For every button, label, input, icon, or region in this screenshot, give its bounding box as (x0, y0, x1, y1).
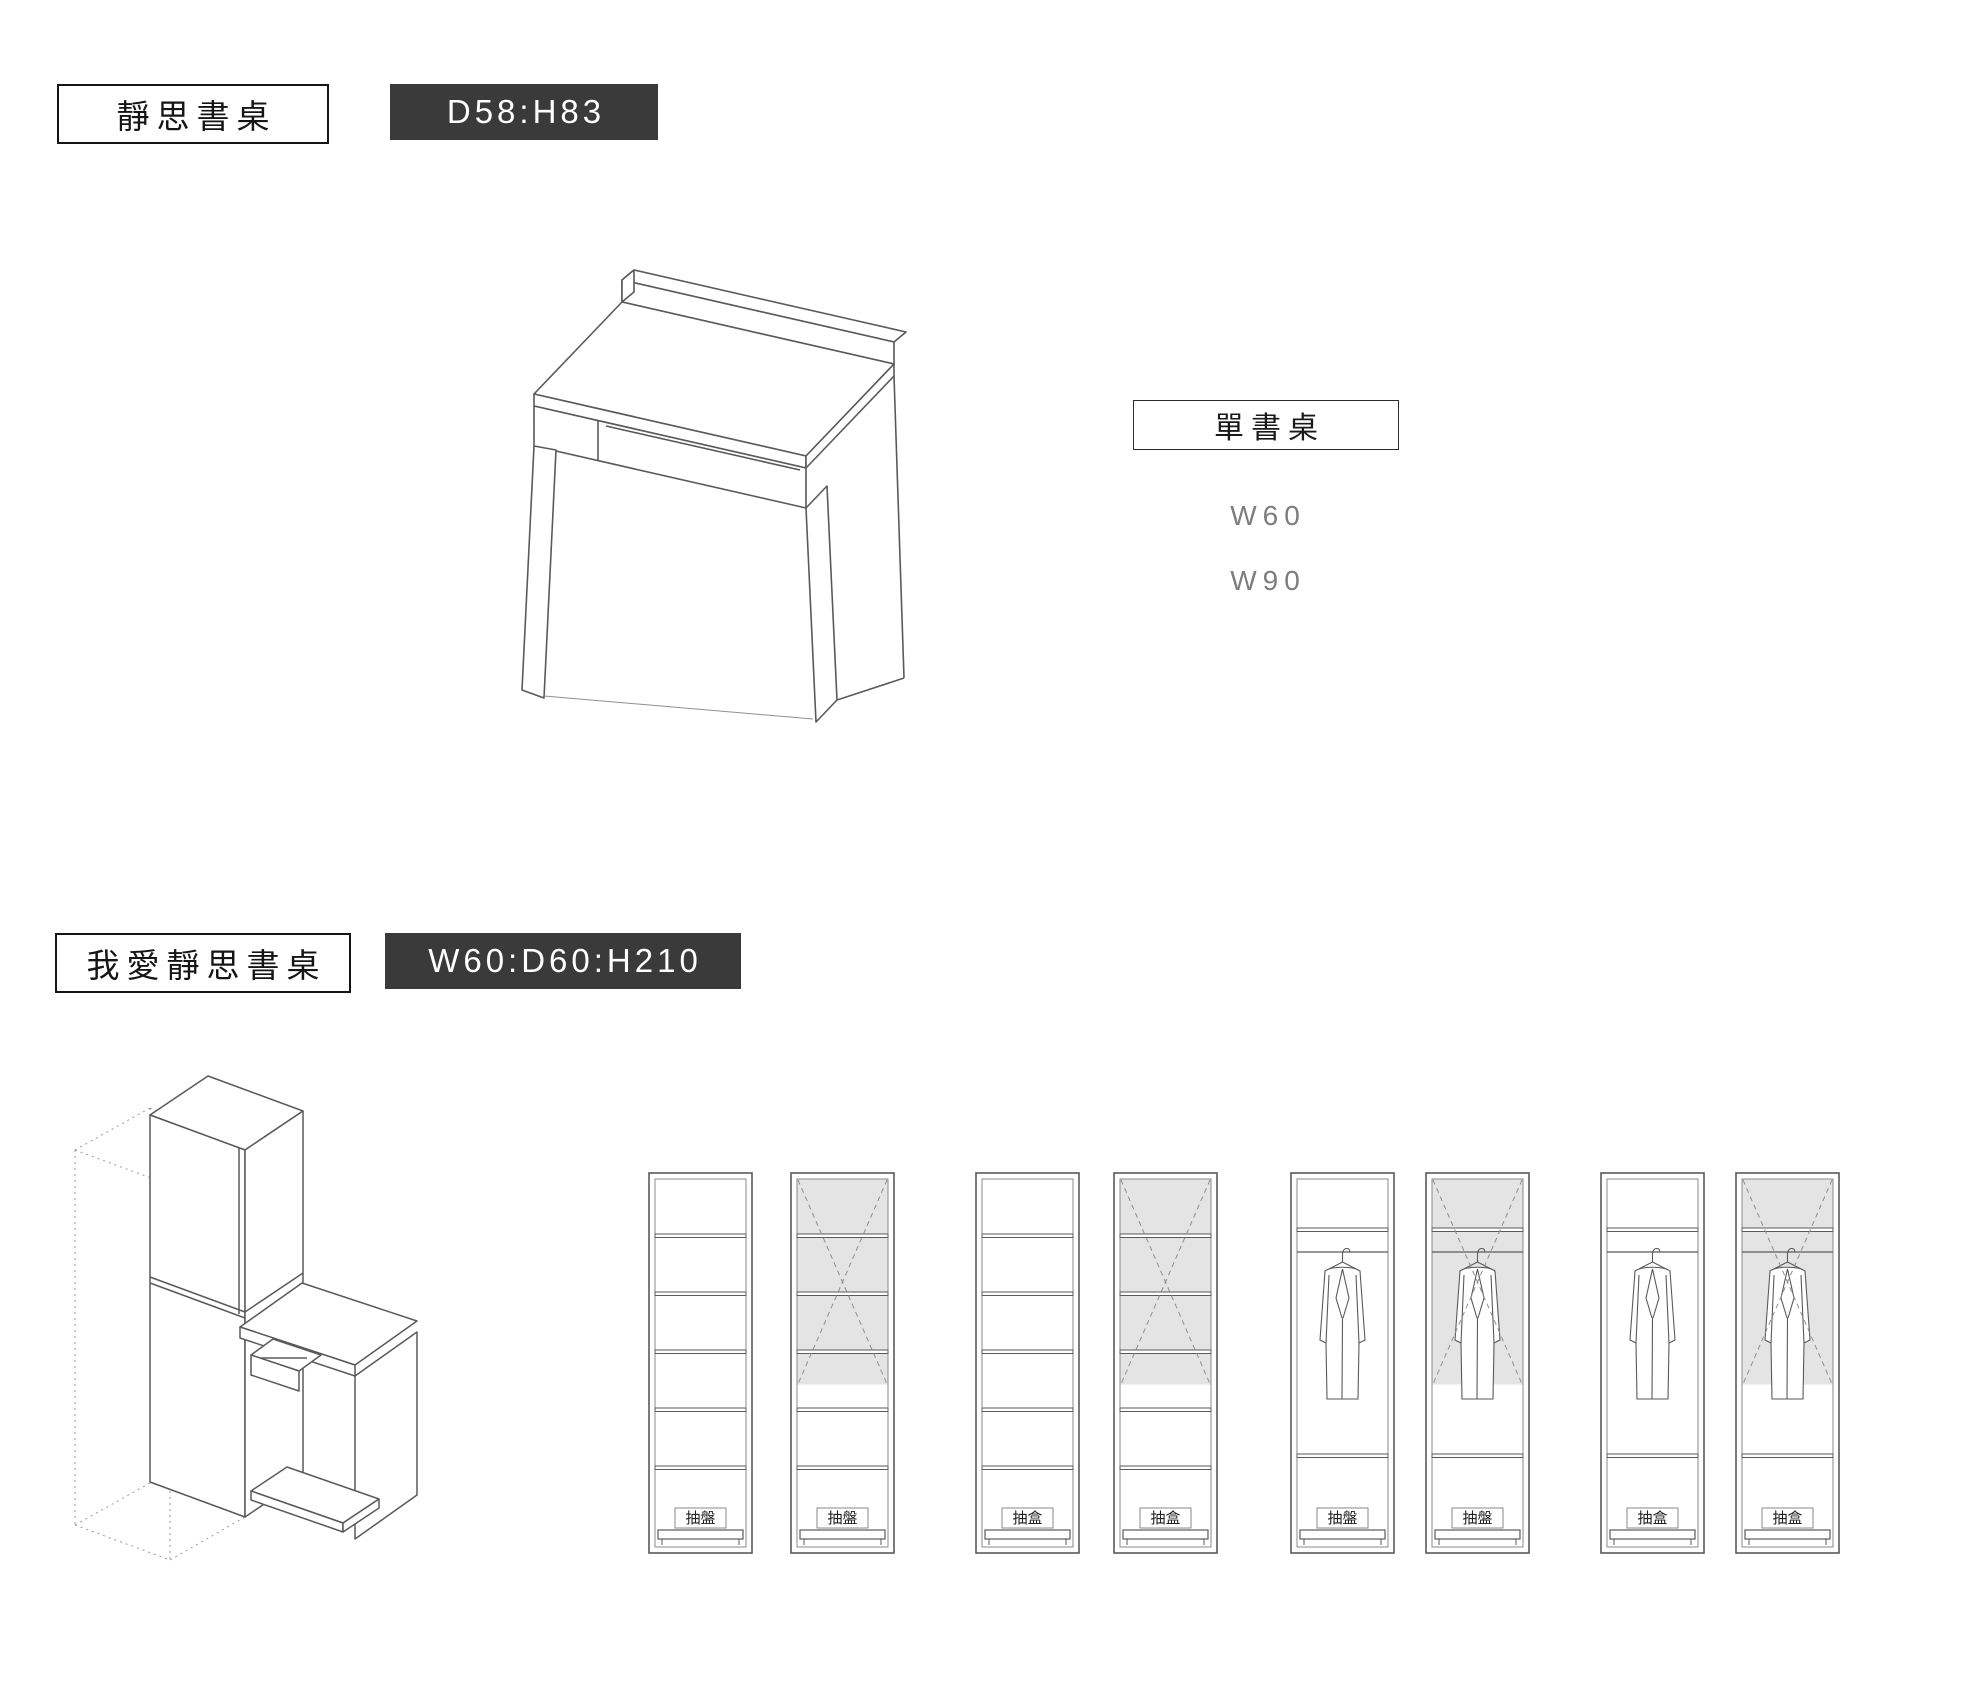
door-swing-dashes (797, 1179, 888, 1385)
desk-inner-floor-line (543, 695, 814, 720)
wardrobe-column-4: 抽盒 (1113, 1172, 1218, 1554)
drawer-label-box (1001, 1507, 1054, 1529)
drawer-label-box (674, 1507, 727, 1529)
drawer-tray (984, 1529, 1071, 1540)
drawer-label-box (1139, 1507, 1192, 1529)
drawer-label: 抽盤 (685, 1510, 715, 1527)
dimension-badge-desk: D58:H83 (390, 84, 658, 140)
dimension-text-2: W60:D60:H210 (428, 942, 702, 979)
drawer-tray (657, 1529, 744, 1540)
hanging-jacket-icon (1319, 1247, 1366, 1400)
product-name-label-desk: 靜思書桌 (57, 84, 329, 144)
drawer-label: 抽盤 (827, 1510, 857, 1527)
cabinet-solid-body (149, 1075, 304, 1518)
wardrobe-column-5: 抽盤 (1290, 1172, 1395, 1554)
wardrobe-column-7: 抽盒 (1600, 1172, 1705, 1554)
drawer-label: 抽盒 (1150, 1510, 1180, 1527)
drawer-tray (1299, 1529, 1386, 1540)
product-name-text: 靜思書桌 (116, 98, 277, 135)
cabinet-isometric-drawing (74, 1075, 418, 1561)
drawer-label: 抽盒 (1012, 1510, 1042, 1527)
wardrobe-column-1: 抽盤 (648, 1172, 753, 1554)
drawer-label: 抽盤 (1462, 1510, 1492, 1527)
desk-isometric-drawing (521, 269, 907, 723)
wardrobe-column-2: 抽盤 (790, 1172, 895, 1554)
wardrobe-column-8: 抽盒 (1735, 1172, 1840, 1554)
width-option-2: W90 (1230, 565, 1306, 596)
drawer-tray (1434, 1529, 1521, 1540)
hanging-jacket-icon (1764, 1247, 1811, 1400)
variant-title-box: 單書桌 (1133, 400, 1399, 450)
product-name-label-cabinet: 我愛靜思書桌 (55, 933, 351, 993)
drawer-label-box (1761, 1507, 1814, 1529)
drawer-tray (1744, 1529, 1831, 1540)
drawer-label-box (816, 1507, 869, 1529)
product-name-text-2: 我愛靜思書桌 (86, 947, 327, 984)
cabinet-desk-unit (239, 1282, 418, 1540)
drawer-label-box (1626, 1507, 1679, 1529)
desk-drawer-gap-line (605, 425, 801, 471)
variant-title-text: 單書桌 (1214, 412, 1325, 445)
drawer-label: 抽盒 (1637, 1510, 1667, 1527)
hanging-jacket-icon (1454, 1247, 1501, 1400)
door-swing-dashes (1120, 1179, 1211, 1385)
desk-right-panel-front (805, 485, 838, 723)
drawer-label-box (1316, 1507, 1369, 1529)
drawer-tray (799, 1529, 886, 1540)
wardrobe-column-6: 抽盤 (1425, 1172, 1530, 1554)
wardrobe-diagrams: 抽盤 抽盤 抽盒 抽盒 抽盤 抽盤 (640, 1172, 1850, 1567)
hanging-jacket-icon (1629, 1247, 1676, 1400)
drawer-label-box (1451, 1507, 1504, 1529)
desk-left-panel (521, 445, 557, 699)
drawer-tray (1122, 1529, 1209, 1540)
dimension-text: D58:H83 (446, 93, 606, 130)
desk-right-panel-bottom-edge (836, 677, 905, 701)
drawer-label: 抽盤 (1327, 1510, 1357, 1527)
desk-right-panel-back-edge (893, 375, 905, 679)
door-swing-dashes (1742, 1179, 1833, 1385)
drawer-label: 抽盒 (1772, 1510, 1802, 1527)
dimension-badge-cabinet: W60:D60:H210 (385, 933, 741, 989)
desk-rail-end (621, 269, 635, 303)
door-swing-dashes (1432, 1179, 1523, 1385)
drawer-tray (1609, 1529, 1696, 1540)
wardrobe-column-3: 抽盒 (975, 1172, 1080, 1554)
width-option-1: W60 (1230, 500, 1306, 531)
